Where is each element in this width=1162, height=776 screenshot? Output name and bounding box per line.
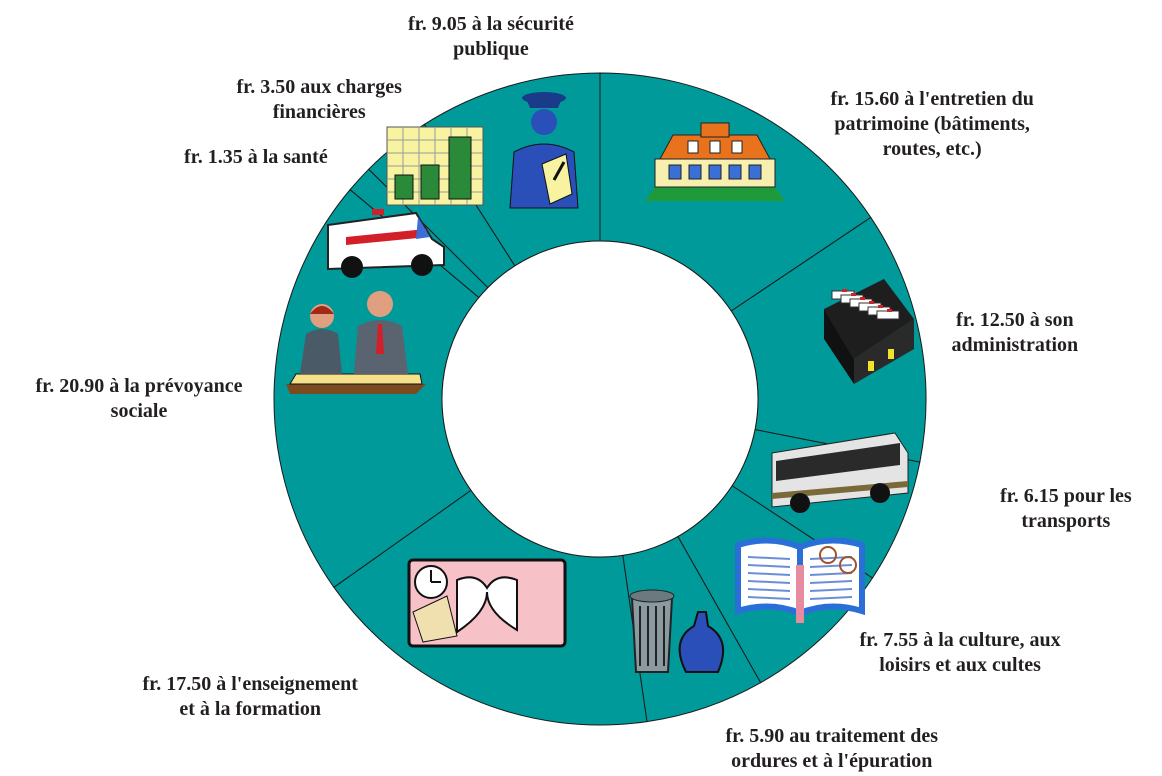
slice-label-line: fr. 9.05 à la sécurité — [408, 13, 574, 35]
slice-label-10: fr. 9.05 à la sécurité publique — [408, 12, 574, 62]
slice-label-line: fr. 1.35 à la santé — [184, 145, 328, 168]
slice-label-8: fr. 1.35 à la santé — [184, 145, 328, 170]
slice-label-line: fr. 12.50 à son — [956, 309, 1074, 331]
slice-label-7: fr. 20.90 à la prévoyance sociale — [36, 374, 243, 424]
slice-label-line: ordures et à l'épuration — [731, 750, 933, 772]
money-chart-icon — [386, 126, 484, 206]
slice-label-line: financières — [272, 101, 366, 123]
slice-label-line: transports — [1021, 510, 1111, 532]
police-officer-icon — [509, 92, 579, 209]
ambulance-icon — [327, 209, 445, 278]
donut-hole — [441, 240, 759, 558]
slice-label-line: sociale — [110, 400, 168, 422]
slice-label-4: fr. 7.55 à la culture, aux loisirs et aux… — [860, 628, 1061, 678]
slice-label-line: et à la formation — [179, 698, 321, 720]
slice-label-line: fr. 15.60 à l'entretien du — [830, 87, 1034, 110]
bus-icon — [771, 432, 909, 513]
slice-label-line: fr. 20.90 à la prévoyance — [35, 375, 243, 397]
slice-label-3: fr. 6.15 pour les transports — [1000, 484, 1132, 534]
slice-label-line: patrimoine (bâtiments, — [834, 112, 1030, 135]
school-book-icon — [407, 558, 567, 648]
open-book-glasses-icon — [735, 537, 865, 623]
slice-label-9: fr. 3.50 aux charges financières — [237, 75, 402, 125]
meeting-people-icon — [286, 291, 426, 394]
slice-label-line: fr. 3.50 aux charges — [236, 76, 402, 98]
slice-label-line: publique — [453, 38, 529, 60]
slice-label-line: loisirs et aux cultes — [879, 654, 1041, 676]
slice-label-line: fr. 6.15 pour les — [1000, 485, 1132, 507]
slice-label-6: fr. 17.50 à l'enseignement et à la format… — [143, 672, 358, 722]
slice-label-line: administration — [951, 334, 1079, 356]
trash-bin-icon — [629, 589, 725, 673]
slice-label-5: fr. 5.90 au traitement des ordures et à l… — [726, 724, 939, 774]
slice-label-2: fr. 12.50 à son administration — [952, 308, 1079, 358]
slice-label-line: fr. 17.50 à l'enseignement — [142, 673, 358, 695]
slice-label-line: fr. 7.55 à la culture, aux — [859, 629, 1061, 651]
slice-label-line: routes, etc.) — [882, 137, 982, 160]
slice-label-line: fr. 5.90 au traitement des — [725, 725, 939, 747]
card-file-icon — [824, 279, 914, 384]
house-icon — [645, 122, 785, 201]
